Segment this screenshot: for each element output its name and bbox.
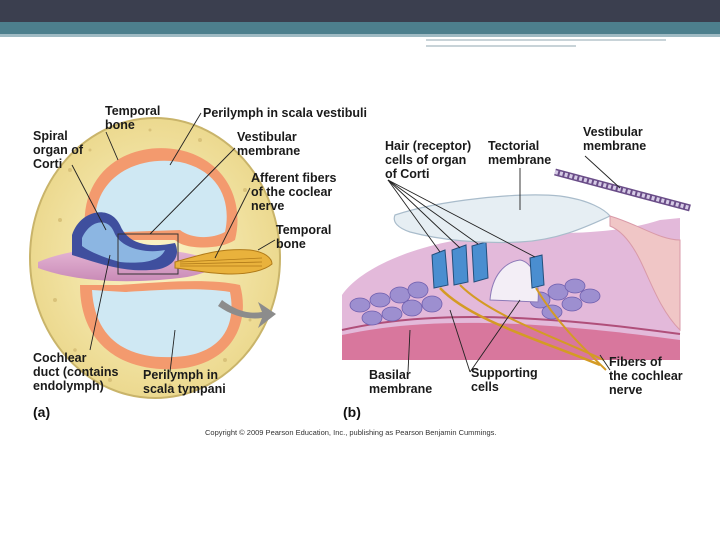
label-afferent-fibers: Afferent fibers of the coclear nerve	[251, 171, 337, 213]
label-hair-receptor-cells: Hair (receptor) cells of organ of Corti	[385, 139, 472, 181]
cochlear-nerve-fibers	[459, 284, 605, 361]
bone-pores	[53, 128, 252, 387]
scala-vestibuli-perilymph	[94, 160, 227, 238]
nerve-fibers	[179, 257, 263, 267]
label-temporal-bone-top: Temporal bone	[105, 104, 161, 132]
tectorial-membrane	[393, 194, 611, 244]
slide-accent-thin-band	[0, 34, 720, 37]
cochlear-nerve	[174, 249, 273, 275]
decorative-line	[426, 39, 666, 41]
cochlear-nerve-fibers	[535, 287, 607, 371]
slide-accent-band	[0, 22, 720, 34]
basilar-membrane	[342, 322, 680, 360]
label-cochlear-duct: Cochlear duct (contains endolymph)	[33, 351, 119, 393]
detail-callout-box	[117, 233, 179, 275]
panel-a-label: (a)	[33, 404, 51, 420]
label-perilymph-scala-vestibuli: Perilymph in scala vestibuli	[203, 106, 367, 120]
copyright-notice: Copyright © 2009 Pearson Education, Inc.…	[205, 428, 497, 437]
cochlear-duct-endolymph	[82, 222, 165, 263]
supporting-cells	[349, 278, 601, 326]
zoom-arrow	[218, 300, 276, 328]
label-spiral-organ-of-corti: Spiral organ of Corti	[33, 129, 83, 171]
label-temporal-bone-right: Temporal bone	[276, 223, 332, 251]
cochlear-nerve-fibers	[439, 287, 601, 367]
spiral-ligament-wall	[609, 215, 681, 332]
scala-tympani-perilymph	[92, 289, 232, 358]
panel-b-label: (b)	[343, 404, 361, 420]
decorative-line	[426, 45, 576, 47]
leader-lines	[71, 112, 621, 373]
label-fibers-of-cochlear-nerve: Fibers of the cochlear nerve	[609, 355, 683, 397]
hair-cells	[431, 241, 545, 289]
label-vestibular-membrane-b: Vestibular membrane	[583, 125, 647, 153]
label-basilar-membrane: Basilar membrane	[369, 368, 433, 396]
label-vestibular-membrane-a: Vestibular membrane	[237, 130, 301, 158]
label-perilymph-scala-tympani: Perilymph in scala tympani	[143, 368, 226, 396]
label-supporting-cells: Supporting cells	[471, 366, 538, 394]
slide-title-bar	[0, 0, 720, 22]
panel-a-cochlea-cross-section	[29, 117, 281, 399]
panel-b-organ-of-corti	[341, 168, 691, 371]
label-tectorial-membrane: Tectorial membrane	[488, 139, 552, 167]
vestibular-membrane-cells	[554, 170, 691, 210]
